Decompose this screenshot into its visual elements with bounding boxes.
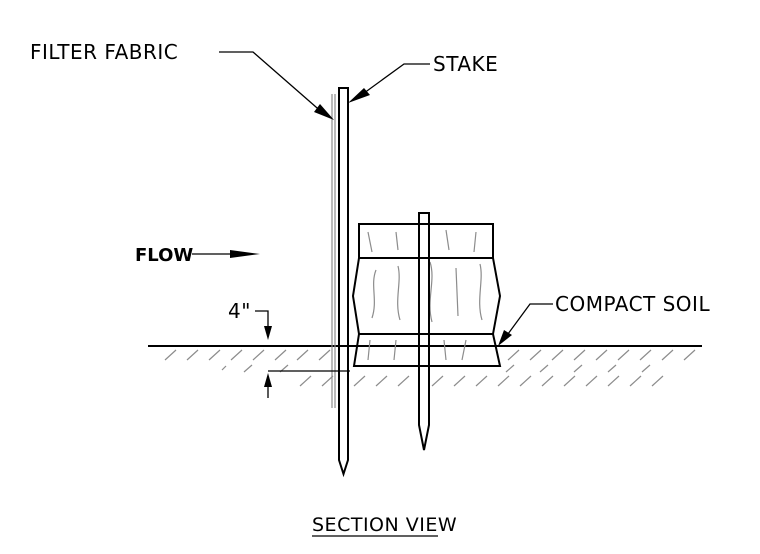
depth-arrow-up: [264, 373, 272, 387]
filter-fabric-leader: [219, 51, 334, 120]
stake-leader: [348, 63, 430, 103]
flow-arrow: [192, 250, 260, 258]
bale-stake: [418, 212, 430, 451]
flow-label: FLOW: [135, 245, 193, 266]
section-view-title: SECTION VIEW: [312, 514, 457, 536]
straw-bale: [351, 223, 502, 367]
filter-fabric-label: FILTER FABRIC: [30, 40, 178, 64]
compact-soil-label: COMPACT SOIL: [555, 292, 710, 316]
compact-soil-leader: [498, 303, 553, 346]
ground: [148, 345, 702, 387]
straw-texture: [367, 229, 483, 361]
stake-label: STAKE: [433, 52, 498, 76]
fence-stake: [338, 87, 349, 478]
depth-dimension: [255, 310, 350, 398]
ground-hatching: [164, 349, 696, 387]
depth-label: 4": [228, 299, 251, 323]
filter-fabric: [331, 94, 336, 408]
depth-arrow-down: [264, 326, 272, 340]
